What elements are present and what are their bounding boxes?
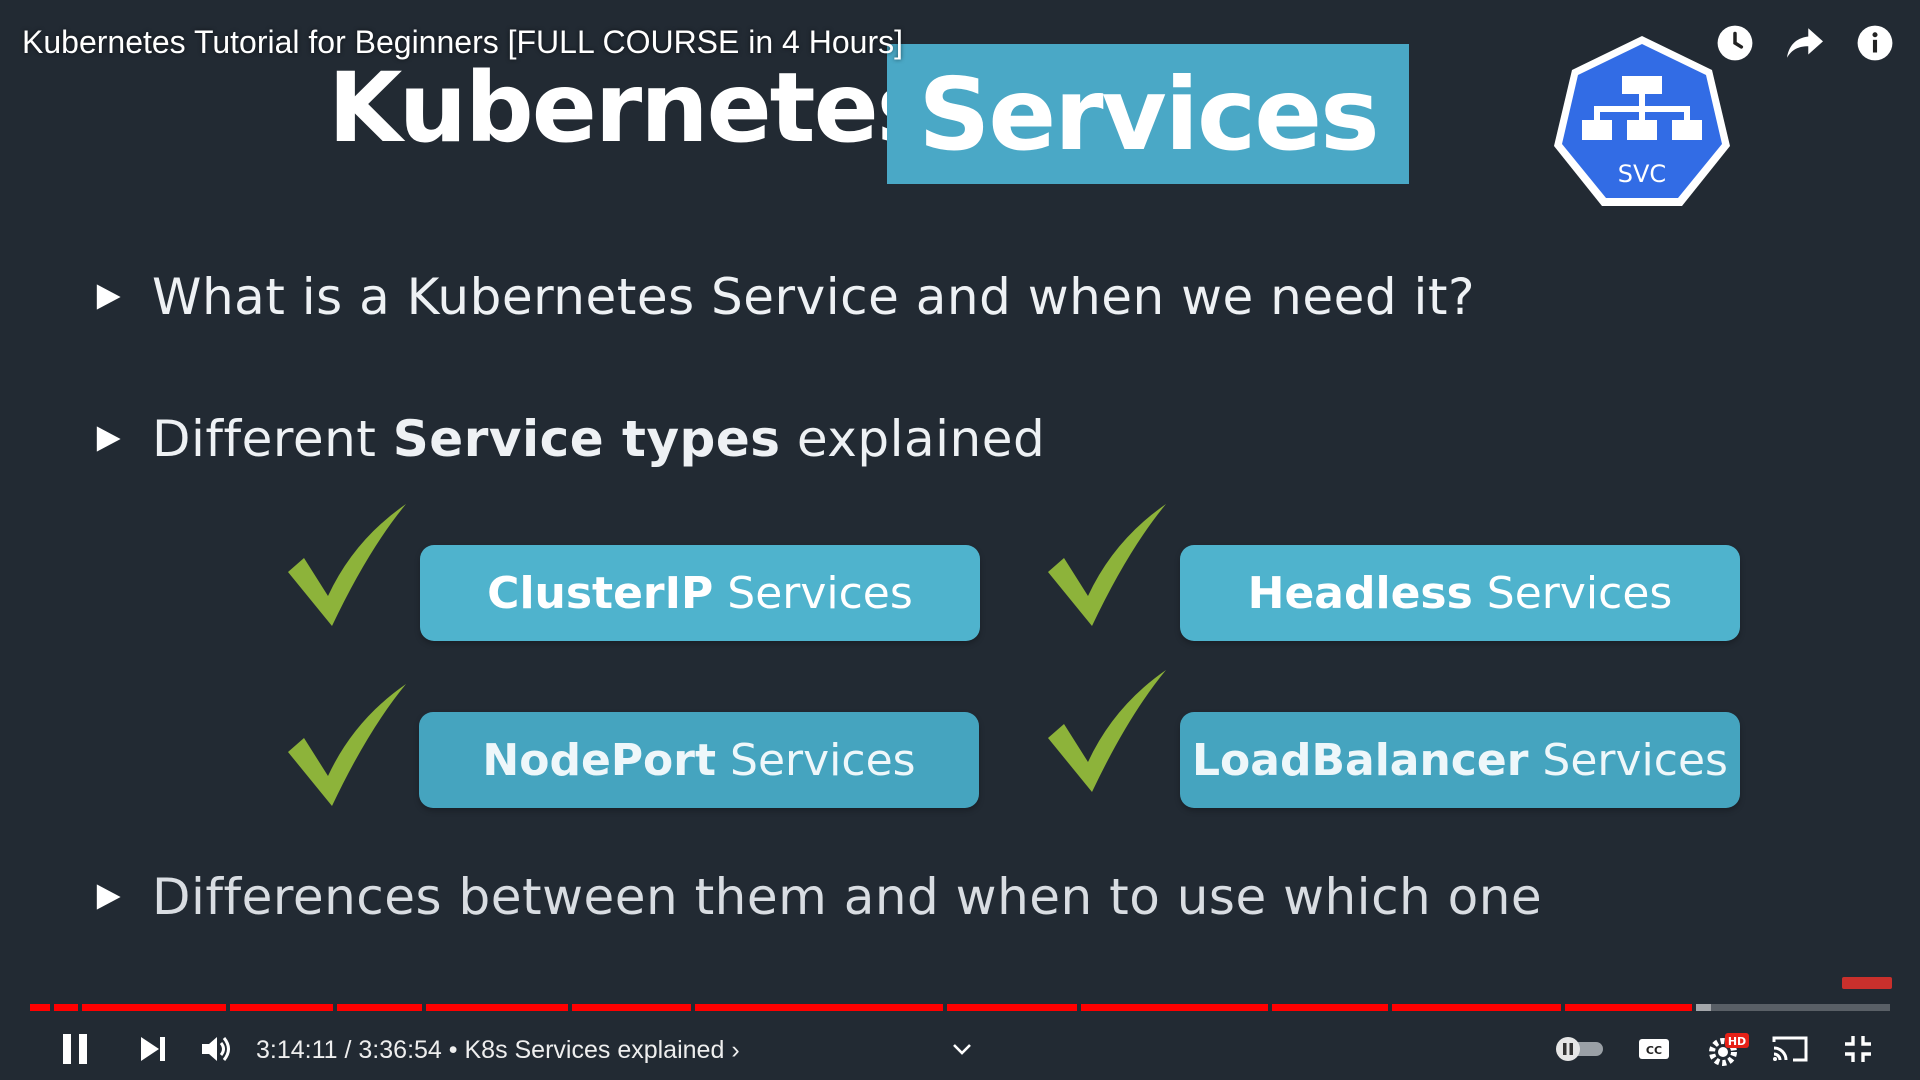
- bullet-triangle-icon: [96, 284, 121, 310]
- expand-chevron-button[interactable]: [944, 1028, 980, 1070]
- check-icon: [1048, 670, 1166, 792]
- slide-heading: Kubernetes: [328, 52, 934, 164]
- video-title[interactable]: Kubernetes Tutorial for Beginners [FULL …: [22, 24, 903, 60]
- bullet-service-types: Different Service types explained: [94, 410, 1045, 468]
- chapter-marker: [50, 1004, 54, 1011]
- progress-buffered: [1692, 1004, 1712, 1011]
- cast-icon: [1772, 1036, 1808, 1062]
- chapter-marker: [691, 1004, 695, 1011]
- check-icon: [1048, 504, 1166, 626]
- captions-icon: CC: [1639, 1039, 1669, 1059]
- bullet-text: Different Service types explained: [152, 410, 1046, 468]
- gear-icon: HD: [1709, 1033, 1749, 1066]
- svc-logo-label: SVC: [1618, 160, 1666, 188]
- next-button[interactable]: [132, 1028, 174, 1070]
- chapter-marker: [226, 1004, 230, 1011]
- bullet-differences: Differences between them and when to use…: [94, 868, 1542, 926]
- subscribe-watermark[interactable]: [1842, 977, 1892, 989]
- duration: 3:36:54: [358, 1036, 442, 1064]
- chapter-marker: [568, 1004, 572, 1011]
- quality-badge: HD: [1728, 1035, 1746, 1048]
- top-controls: [1714, 22, 1896, 64]
- slide-heading-highlight-box: Services: [887, 44, 1409, 184]
- chapter-marker: [1268, 1004, 1272, 1011]
- check-icon: [288, 504, 406, 626]
- chapter-marker: [1388, 1004, 1392, 1011]
- bullet-triangle-icon: [96, 884, 121, 910]
- exit-fullscreen-button[interactable]: [1838, 1028, 1878, 1070]
- player-controls: 3:14:11 / 3:36:54 • K8s Services explain…: [0, 1018, 1920, 1080]
- pause-icon: [63, 1034, 87, 1064]
- chapter-marker: [78, 1004, 82, 1011]
- chapter-title[interactable]: K8s Services explained: [464, 1036, 725, 1064]
- chevron-down-icon: [953, 1044, 971, 1055]
- volume-icon: [202, 1037, 230, 1061]
- autoplay-toggle-icon: [1556, 1037, 1603, 1061]
- chapter-marker: [1692, 1004, 1696, 1011]
- share-icon[interactable]: [1784, 22, 1826, 64]
- exit-fullscreen-icon: [1845, 1036, 1871, 1062]
- current-time: 3:14:11: [256, 1036, 338, 1064]
- chapter-marker: [1077, 1004, 1081, 1011]
- watch-later-icon[interactable]: [1714, 22, 1756, 64]
- volume-button[interactable]: [196, 1028, 238, 1070]
- slide-heading-highlight: Services: [918, 55, 1379, 173]
- chapter-chevron-icon[interactable]: ›: [731, 1036, 740, 1064]
- captions-button[interactable]: CC: [1636, 1028, 1672, 1070]
- bullet-triangle-icon: [96, 426, 121, 452]
- skip-next-icon: [141, 1037, 165, 1061]
- info-icon[interactable]: [1854, 22, 1896, 64]
- svg-text:CC: CC: [1646, 1044, 1662, 1057]
- progress-bar[interactable]: [30, 1004, 1890, 1011]
- cast-button[interactable]: [1770, 1028, 1810, 1070]
- bullet-text: Differences between them and when to use…: [152, 868, 1543, 926]
- settings-button[interactable]: HD: [1704, 1028, 1752, 1070]
- chapter-marker: [943, 1004, 947, 1011]
- bullet-what-is-service: What is a Kubernetes Service and when we…: [94, 268, 1475, 326]
- time-display: 3:14:11 / 3:36:54 • K8s Services explain…: [256, 1036, 740, 1064]
- check-icon: [288, 684, 406, 806]
- kubernetes-svc-logo: SVC: [1542, 30, 1742, 220]
- chapter-marker: [1561, 1004, 1565, 1011]
- bullet-text: What is a Kubernetes Service and when we…: [152, 268, 1476, 326]
- pause-button[interactable]: [54, 1028, 96, 1070]
- autoplay-toggle[interactable]: [1552, 1028, 1608, 1070]
- chapter-marker: [422, 1004, 426, 1011]
- chapter-marker: [333, 1004, 337, 1011]
- progress-played: [30, 1004, 1693, 1011]
